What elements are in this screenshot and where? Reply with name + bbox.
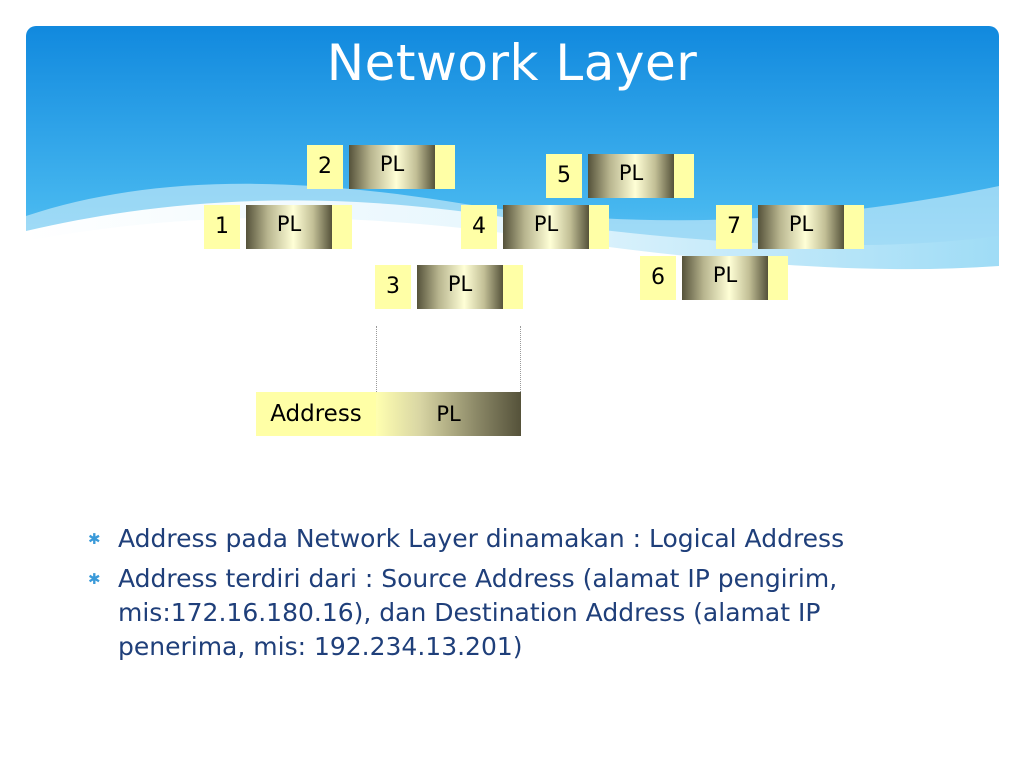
guide-line-left [376, 326, 377, 392]
asterisk-icon: ✱ [88, 530, 101, 548]
packet-trailer [589, 205, 609, 249]
packet-payload: PL [682, 256, 768, 300]
packet-payload: PL [417, 265, 503, 309]
packet-4: 4 PL [461, 205, 611, 249]
packet-payload: PL [758, 205, 844, 249]
packet-3: 3 PL [375, 265, 525, 309]
packet-number: 2 [307, 145, 343, 189]
packet-number: 6 [640, 256, 676, 300]
packet-1: 1 PL [204, 205, 354, 249]
packet-6: 6 PL [640, 256, 790, 300]
packet-trailer [844, 205, 864, 249]
packet-number: 7 [716, 205, 752, 249]
list-item: ✱ Address pada Network Layer dinamakan :… [88, 522, 948, 556]
packet-payload: PL [349, 145, 435, 189]
asterisk-icon: ✱ [88, 570, 101, 588]
assembled-payload: PL [376, 392, 521, 436]
list-item: ✱ Address terdiri dari : Source Address … [88, 562, 948, 664]
packet-payload: PL [503, 205, 589, 249]
packet-number: 3 [375, 265, 411, 309]
packet-trailer [503, 265, 523, 309]
packet-5: 5 PL [546, 154, 696, 198]
packet-number: 5 [546, 154, 582, 198]
packet-trailer [768, 256, 788, 300]
bullet-text: Address terdiri dari : Source Address (a… [118, 564, 838, 661]
packet-7: 7 PL [716, 205, 866, 249]
packet-number: 1 [204, 205, 240, 249]
guide-line-right [520, 326, 521, 392]
bullet-list: ✱ Address pada Network Layer dinamakan :… [88, 522, 948, 670]
bullet-text: Address pada Network Layer dinamakan : L… [118, 524, 845, 553]
packet-payload: PL [246, 205, 332, 249]
packet-trailer [435, 145, 455, 189]
packet-trailer [332, 205, 352, 249]
slide-title: Network Layer [326, 34, 698, 92]
assembled-packet: Address PL [256, 392, 521, 436]
packet-number: 4 [461, 205, 497, 249]
packet-trailer [674, 154, 694, 198]
packet-payload: PL [588, 154, 674, 198]
packet-2: 2 PL [307, 145, 457, 189]
address-field: Address [256, 392, 376, 436]
